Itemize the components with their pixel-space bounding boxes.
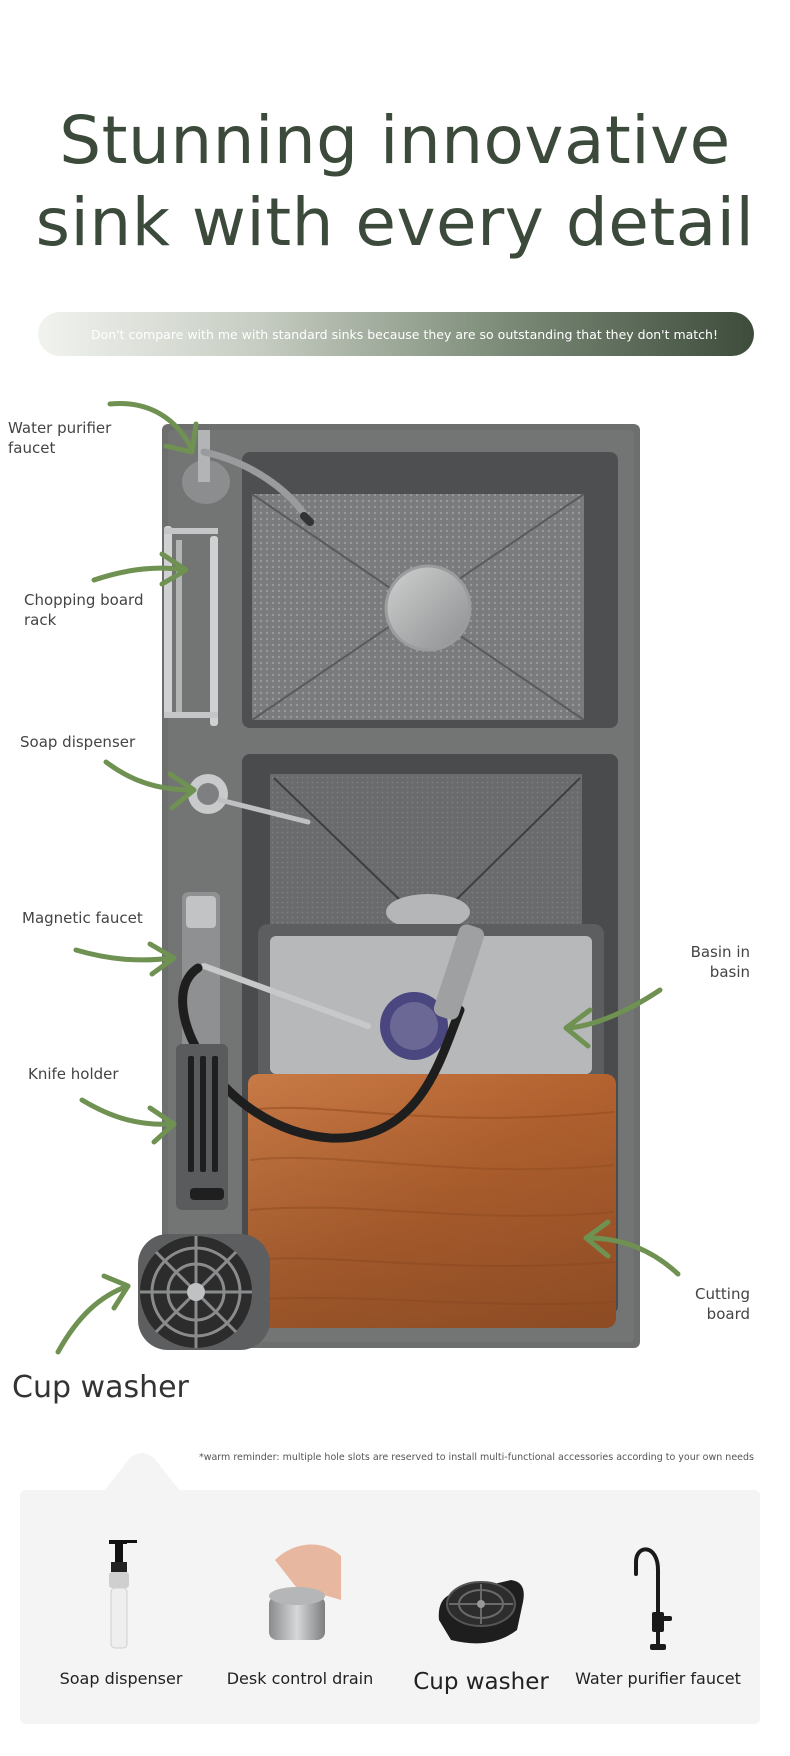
magnetic-faucet xyxy=(178,892,485,1143)
arrow-cutting-board-icon xyxy=(583,1219,681,1277)
arrow-cup-washer-icon xyxy=(55,1273,131,1355)
cup-washer-fixture xyxy=(138,1234,270,1350)
warm-reminder: *warm reminder: multiple hole slots are … xyxy=(198,1452,754,1463)
page-title: Stunning innovative sink with every deta… xyxy=(0,100,790,264)
accessory-name: Water purifier faucet xyxy=(575,1669,741,1688)
callout-chopping-board-rack: Chopping board rack xyxy=(24,590,143,630)
accessory-name: Soap dispenser xyxy=(59,1669,183,1688)
callout-cup-washer: Cup washer xyxy=(12,1370,189,1405)
subtitle-banner: Don't compare with me with standard sink… xyxy=(38,312,754,356)
gooseneck-faucet-icon xyxy=(573,1540,743,1655)
callout-line: Chopping board xyxy=(24,591,144,609)
subtitle-text: Don't compare with me with standard sink… xyxy=(91,326,718,342)
soap-bottle-icon xyxy=(36,1540,206,1655)
callout-water-purifier-faucet: Water purifier faucet xyxy=(8,418,111,458)
accessory-name: Desk control drain xyxy=(226,1669,374,1688)
callout-knife-holder: Knife holder xyxy=(28,1065,119,1083)
callout-magnetic-faucet: Magnetic faucet xyxy=(22,909,143,927)
cutting-board xyxy=(248,1074,616,1328)
arrow-chopping-rack-icon xyxy=(91,551,189,587)
arrow-soap-dispenser-icon xyxy=(103,759,197,811)
callout-line: faucet xyxy=(8,439,56,457)
drain-button-icon xyxy=(215,1540,385,1655)
accessory-desk-control-drain: Desk control drain xyxy=(215,1540,385,1688)
arrow-magnetic-faucet-icon xyxy=(73,941,177,977)
accessory-cup-washer: Cup washer xyxy=(396,1540,566,1695)
soap-dispenser xyxy=(188,774,311,825)
accessories-panel xyxy=(20,1490,760,1724)
chopping-board-rack xyxy=(164,526,218,726)
knife-holder xyxy=(176,1044,228,1210)
cup-washer-icon xyxy=(396,1540,566,1655)
accessory-water-purifier-faucet: Water purifier faucet xyxy=(573,1540,743,1688)
inner-basin-tray xyxy=(258,924,604,1082)
arrow-water-purifier-icon xyxy=(107,400,199,455)
callout-line: rack xyxy=(24,611,57,629)
upper-drain-icon xyxy=(384,564,472,652)
callout-line: Cutting xyxy=(695,1285,750,1303)
callout-line: basin xyxy=(709,963,750,981)
accessory-soap-dispenser: Soap dispenser xyxy=(36,1540,206,1688)
upper-basin xyxy=(242,452,618,728)
title-line-1: Stunning innovative xyxy=(59,102,731,179)
arrow-knife-holder-icon xyxy=(79,1097,177,1145)
sink-illustration xyxy=(55,400,681,1355)
panel-notch xyxy=(100,1453,184,1496)
water-purifier-faucet xyxy=(182,430,314,526)
arrow-basin-in-basin-icon xyxy=(563,987,663,1049)
title-line-2: sink with every detail xyxy=(35,184,755,261)
callout-cutting-board: Cutting board xyxy=(695,1284,750,1324)
callout-soap-dispenser: Soap dispenser xyxy=(20,733,136,751)
accessory-name: Cup washer xyxy=(413,1669,549,1695)
callout-basin-in-basin: Basin in basin xyxy=(691,942,750,982)
callout-line: board xyxy=(706,1305,750,1323)
callout-line: Basin in xyxy=(690,943,750,961)
callout-line: Water purifier xyxy=(8,419,112,437)
